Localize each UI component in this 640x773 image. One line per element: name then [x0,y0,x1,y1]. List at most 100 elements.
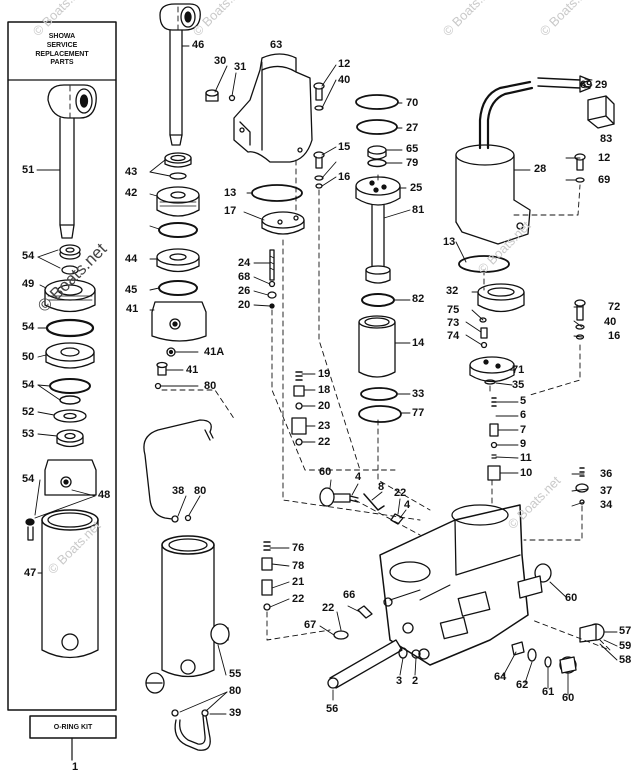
part-label: 13 [443,236,456,248]
part-label: 22 [318,436,331,448]
part-label: 1 [72,761,79,773]
part-label: 9 [520,438,527,450]
part-label: 35 [512,379,525,391]
manifold-body [379,504,529,666]
showa-box-title: SHOWA SERVICE REPLACEMENT PARTS [35,33,89,67]
pin-24 [269,249,275,281]
part-label: 49 [22,278,35,290]
valve-36-37 [575,467,589,505]
part-label: 25 [410,182,423,194]
part-label: 72 [608,301,621,313]
ball-20 [269,303,275,309]
part-label: 27 [406,122,419,134]
part-label: 12 [338,58,351,70]
part-label: 34 [600,499,613,511]
part-label: 37 [600,485,613,497]
washer-69 [575,177,585,183]
piston-81 [365,204,391,284]
valve-76-22 [261,541,273,611]
valve-60-lower [559,656,577,674]
oring-67 [333,630,349,640]
part-label: 31 [234,61,247,73]
part-label: 80 [204,380,217,392]
pin-56 [327,639,403,689]
screw-3 [398,647,408,659]
part-label: 39 [229,707,242,719]
part-label: 61 [542,686,555,698]
part-label: 22 [322,602,335,614]
part-label: 66 [343,589,356,601]
part-label: 28 [534,163,547,175]
part-label: 68 [238,271,251,283]
part-label: 12 [598,152,611,164]
spring-66 [357,605,373,619]
part-label: 54 [22,321,35,333]
leader-lines [34,45,618,715]
part-label: 44 [125,253,138,265]
oring-13 [251,184,303,202]
part-label: 30 [214,55,227,67]
part-label: 76 [292,542,305,554]
oring-35 [484,379,496,385]
part-label: 13 [224,187,237,199]
part-label: 73 [447,317,460,329]
part-label: 83 [600,133,613,145]
nut-53 [56,429,84,448]
part-label: 47 [24,567,37,579]
washer-16 [314,175,324,181]
part-label: 82 [412,293,425,305]
part-label: 3 [396,675,403,687]
part-label: 41 [126,303,139,315]
tube-39 [171,709,211,751]
part-label: 59 [619,640,632,652]
part-label: 60 [565,592,578,604]
screw-15 [313,151,325,169]
part-label: 57 [619,625,632,637]
part-label: 24 [238,257,251,269]
screw-72 [574,299,586,321]
part-label: 54 [22,379,35,391]
part-label: 67 [304,619,317,631]
screw-12 [313,82,325,111]
part-label: 20 [238,299,251,311]
part-label: 10 [520,467,533,479]
part-label: 41 [186,364,199,376]
part-label: 50 [22,351,35,363]
part-label: 63 [270,39,283,51]
part-label: 80 [229,685,242,697]
oring-33 [360,387,398,401]
oring-54-lower [49,378,91,394]
oring-62 [527,648,537,662]
cap-42 [156,186,200,217]
part-label: 81 [412,204,425,216]
part-label: 64 [494,671,507,683]
tube-38 [143,419,214,523]
part-label: 16 [338,171,351,183]
part-label: 53 [22,428,35,440]
part-label: 22 [394,487,407,499]
washer-16-right [575,334,585,340]
part-label: 4 [404,499,411,511]
oring-70 [355,94,399,110]
valve-60-right [517,563,552,599]
part-label: 16 [608,330,621,342]
tilt-cylinder-55 [145,535,230,694]
oring-45-upper [158,222,198,238]
part-label: 51 [22,164,35,176]
part-label: 40 [338,74,351,86]
screw-41 [156,361,168,376]
oring-82 [361,293,395,307]
spring-26 [267,291,277,299]
part-label: 62 [516,679,529,691]
valve-60-4-9 [319,487,404,525]
part-label: 79 [406,157,419,169]
part-label: 65 [406,143,419,155]
part-label: 2 [412,675,419,687]
part-label: 48 [98,489,111,501]
trim-rod-51 [47,84,97,239]
oring-45 [158,280,198,296]
oring-79 [367,158,387,168]
reservoir-63 [233,53,313,163]
